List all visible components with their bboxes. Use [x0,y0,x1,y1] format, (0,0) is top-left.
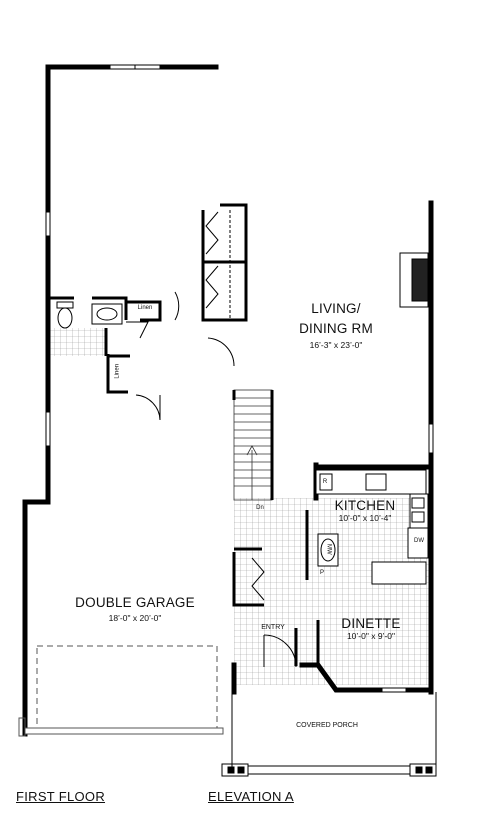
linen-closet-label-lower: Linen [114,363,121,379]
windows [45,64,434,693]
garage-label: DOUBLE GARAGE [75,595,195,610]
garage-dimensions: 18’-0" x 20’-0" [108,613,162,623]
refrigerator-label: R [322,479,328,485]
kitchen-dimensions: 10’-0" x 10’-4" [338,513,392,523]
tile-floor [48,328,430,685]
bath-fixtures [56,301,123,329]
floor-caption: FIRST FLOOR [16,789,106,804]
entry-label: ENTRY [261,624,285,631]
garage-door [18,645,224,737]
interior-walls [48,203,320,666]
microwave-label: MW [325,543,332,555]
closet-doors [205,210,265,601]
dishwasher-label: DW [414,538,424,544]
dinette-dimensions: 10’-0" x 9’-0" [346,631,396,641]
stair-down-label: Dn [256,505,264,511]
kitchen-fixtures [315,469,429,585]
living-dining-dimensions: 16’-3" x 23’-0" [309,340,363,350]
exterior-walls [22,64,434,737]
fireplace [399,252,429,308]
living-dining-label-line1: LIVING/ [311,301,361,316]
pantry-label: P [319,570,324,576]
elevation-caption: ELEVATION A [208,789,294,804]
porch-label: COVERED PORCH [296,722,358,729]
staircase [233,389,273,501]
linen-closet-label-upper: Linen [137,305,153,311]
covered-porch [221,686,437,777]
living-dining-label-line2: DINING RM [299,321,373,336]
dinette-label: DINETTE [341,616,401,631]
kitchen-label: KITCHEN [334,498,396,513]
door-swings [126,291,297,668]
